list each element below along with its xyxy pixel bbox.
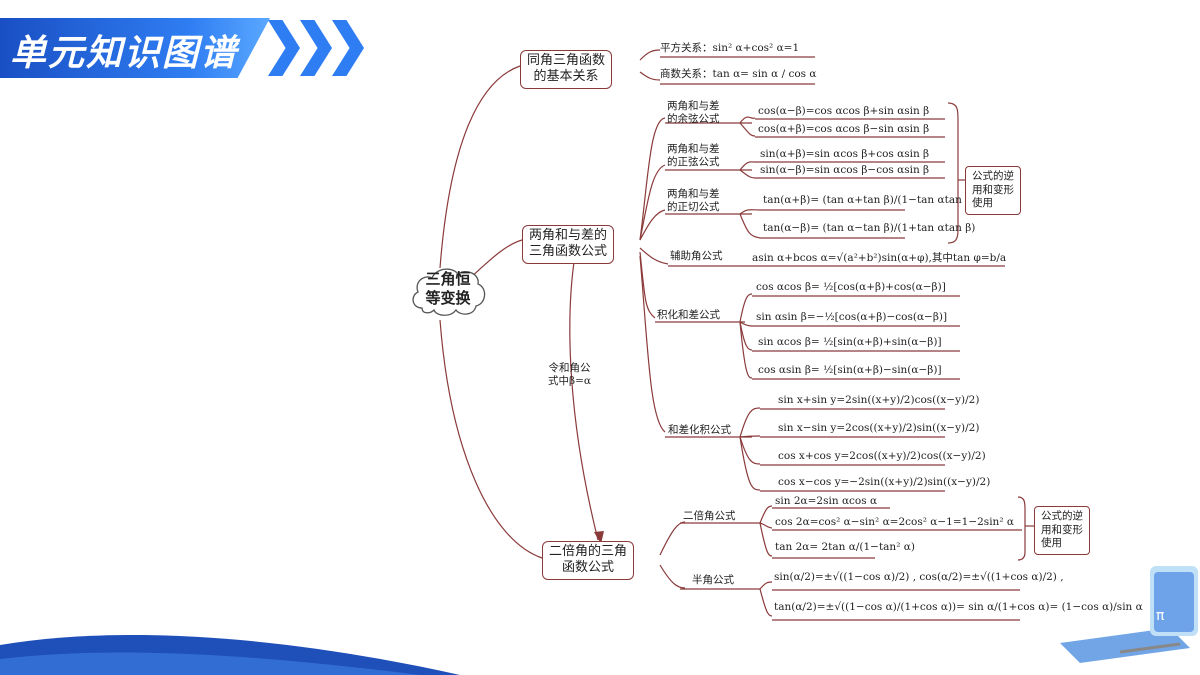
label-line: 两角和与差 bbox=[667, 188, 720, 200]
formula-item: cos x−cos y=−2sin((x+y)/2)sin((x−y)/2) bbox=[778, 476, 991, 488]
formula-item: tan(α−β)= (tan α−tan β)/(1+tan αtan β) bbox=[763, 222, 976, 234]
label-sum-to-product: 和差化积公式 bbox=[668, 424, 731, 436]
formula-item: cos αsin β= ½[sin(α+β)−sin(α−β)] bbox=[758, 364, 942, 376]
stationery-decoration: π bbox=[1050, 558, 1200, 668]
root-line: 三角恒 bbox=[425, 270, 471, 288]
note-line: 用和变形 bbox=[1041, 523, 1083, 536]
branch-double-angle: 二倍角的三角 函数公式 bbox=[542, 541, 635, 580]
label-line: 两角和与差 bbox=[667, 100, 720, 112]
node-line: 三角函数公式 bbox=[529, 244, 608, 260]
formula-auxiliary-angle: asin α+bcos α=√(a²+b²)sin(α+φ),其中tan φ=b… bbox=[752, 252, 1007, 264]
formula-item: cos x+cos y=2cos((x+y)/2)cos((x−y)/2) bbox=[778, 450, 986, 462]
page-title: 单元知识图谱 bbox=[10, 33, 239, 74]
banner-background bbox=[0, 18, 270, 78]
label-half-angle: 半角公式 bbox=[692, 574, 734, 586]
formula-item: tan(α+β)= (tan α+tan β)/(1−tan αtan β) bbox=[763, 194, 976, 206]
label-double-angle: 二倍角公式 bbox=[683, 510, 736, 522]
node-line: 的基本关系 bbox=[533, 69, 599, 85]
label-cos-formula: 两角和与差 的余弦公式 bbox=[667, 100, 720, 126]
note-line: 公式的逆 bbox=[972, 170, 1014, 182]
node-line: 二倍角的三角 bbox=[549, 544, 628, 559]
formula-square-relation: 平方关系：sin² α+cos² α=1 bbox=[660, 42, 800, 54]
branch-basic-relations: 同角三角函数 的基本关系 bbox=[520, 50, 613, 89]
pi-symbol: π bbox=[1156, 608, 1165, 624]
note-line: 使用 bbox=[972, 197, 993, 210]
formula-item: tan(α/2)=±√((1−cos α)/(1+cos α))= sin α/… bbox=[774, 601, 1143, 613]
label-line: 式中β=α bbox=[548, 375, 591, 388]
note-inverse-use: 公式的逆 用和变形 使用 bbox=[1034, 506, 1090, 555]
label-set-beta-equals-alpha: 令和角公 式中β=α bbox=[548, 362, 591, 388]
label-line: 的正弦公式 bbox=[667, 156, 720, 169]
formula-item: cos(α+β)=cos αcos β−sin αsin β bbox=[758, 123, 930, 135]
root-line: 等变换 bbox=[425, 288, 471, 307]
stationery-icon bbox=[1060, 566, 1198, 663]
formula-item: sin x+sin y=2sin((x+y)/2)cos((x−y)/2) bbox=[778, 394, 980, 406]
formula-quotient-relation: 商数关系：tan α= sin α / cos α bbox=[660, 68, 817, 80]
label-tan-formula: 两角和与差 的正切公式 bbox=[667, 188, 720, 214]
root-node: 三角恒 等变换 bbox=[408, 270, 488, 308]
label-line: 的正切公式 bbox=[667, 201, 720, 214]
formula-item: cos αcos β= ½[cos(α+β)+cos(α−β)] bbox=[756, 281, 946, 293]
formula-item: sin x−sin y=2cos((x+y)/2)sin((x−y)/2) bbox=[778, 422, 980, 434]
note-line: 使用 bbox=[1041, 537, 1062, 550]
node-line: 同角三角函数 bbox=[527, 53, 606, 68]
label-line: 两角和与差 bbox=[667, 143, 720, 155]
formula-item: tan 2α= 2tan α/(1−tan² α) bbox=[775, 541, 915, 553]
note-inverse-use: 公式的逆 用和变形 使用 bbox=[965, 166, 1021, 215]
formula-item: cos 2α=cos² α−sin² α=2cos² α−1=1−2sin² α bbox=[775, 516, 1014, 528]
label-product-to-sum: 积化和差公式 bbox=[657, 309, 720, 321]
formula-item: sin(α/2)=±√((1−cos α)/2) , cos(α/2)=±√((… bbox=[774, 571, 1064, 583]
formula-item: sin(α+β)=sin αcos β+cos αsin β bbox=[760, 148, 930, 160]
node-line: 两角和与差的 bbox=[529, 228, 608, 243]
node-line: 函数公式 bbox=[562, 560, 615, 576]
formula-item: sin αsin β=−½[cos(α+β)−cos(α−β)] bbox=[756, 311, 948, 323]
label-sin-formula: 两角和与差 的正弦公式 bbox=[667, 143, 720, 169]
label-line: 令和角公 bbox=[548, 362, 591, 374]
formula-item: cos(α−β)=cos αcos β+sin αsin β bbox=[758, 105, 930, 117]
root-cloud-icon bbox=[412, 268, 486, 316]
formula-item: sin(α−β)=sin αcos β−cos αsin β bbox=[760, 164, 930, 176]
bottom-wave-decoration bbox=[0, 635, 460, 675]
label-auxiliary-angle: 辅助角公式 bbox=[670, 250, 723, 262]
note-line: 用和变形 bbox=[972, 183, 1014, 196]
formula-item: sin αcos β= ½[sin(α+β)+sin(α−β)] bbox=[758, 336, 942, 348]
branch-sum-difference: 两角和与差的 三角函数公式 bbox=[522, 225, 615, 264]
note-line: 公式的逆 bbox=[1041, 510, 1083, 522]
label-line: 的余弦公式 bbox=[667, 113, 720, 126]
formula-item: sin 2α=2sin αcos α bbox=[775, 495, 878, 507]
